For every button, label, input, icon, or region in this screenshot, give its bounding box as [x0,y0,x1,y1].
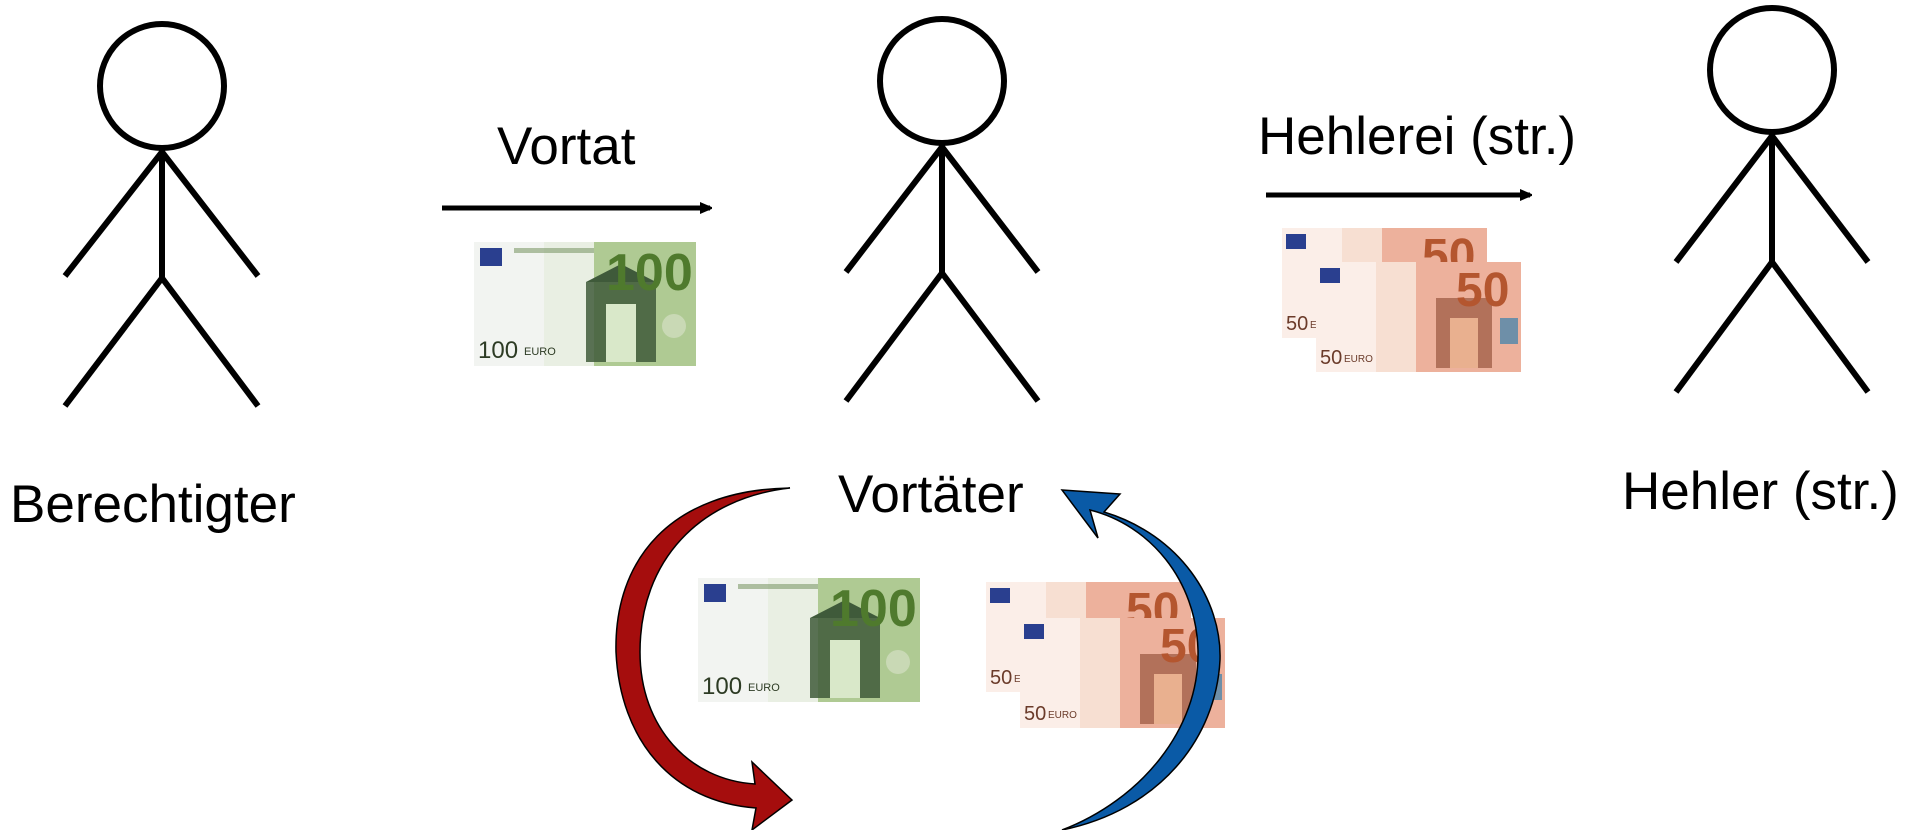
banknote-50-hehlerei-front [1316,262,1521,372]
stick-figure-hehler [1673,5,1871,394]
stick-figure-vortaeter [843,16,1041,403]
person-label-berechtigter: Berechtigter [10,475,296,534]
person-label-hehler: Hehler (str.) [1622,462,1899,521]
stick-figure-berechtigter [62,21,261,408]
transfer-label-vortat: Vortat [497,117,636,176]
cycle-arrow-red [615,487,794,830]
banknote-100-cycle [698,578,920,702]
person-label-vortaeter: Vortäter [838,465,1024,524]
transfer-label-hehlerei: Hehlerei (str.) [1258,107,1577,166]
banknote-100-vortat [474,242,696,366]
cycle-arrow-blue [1060,489,1221,830]
